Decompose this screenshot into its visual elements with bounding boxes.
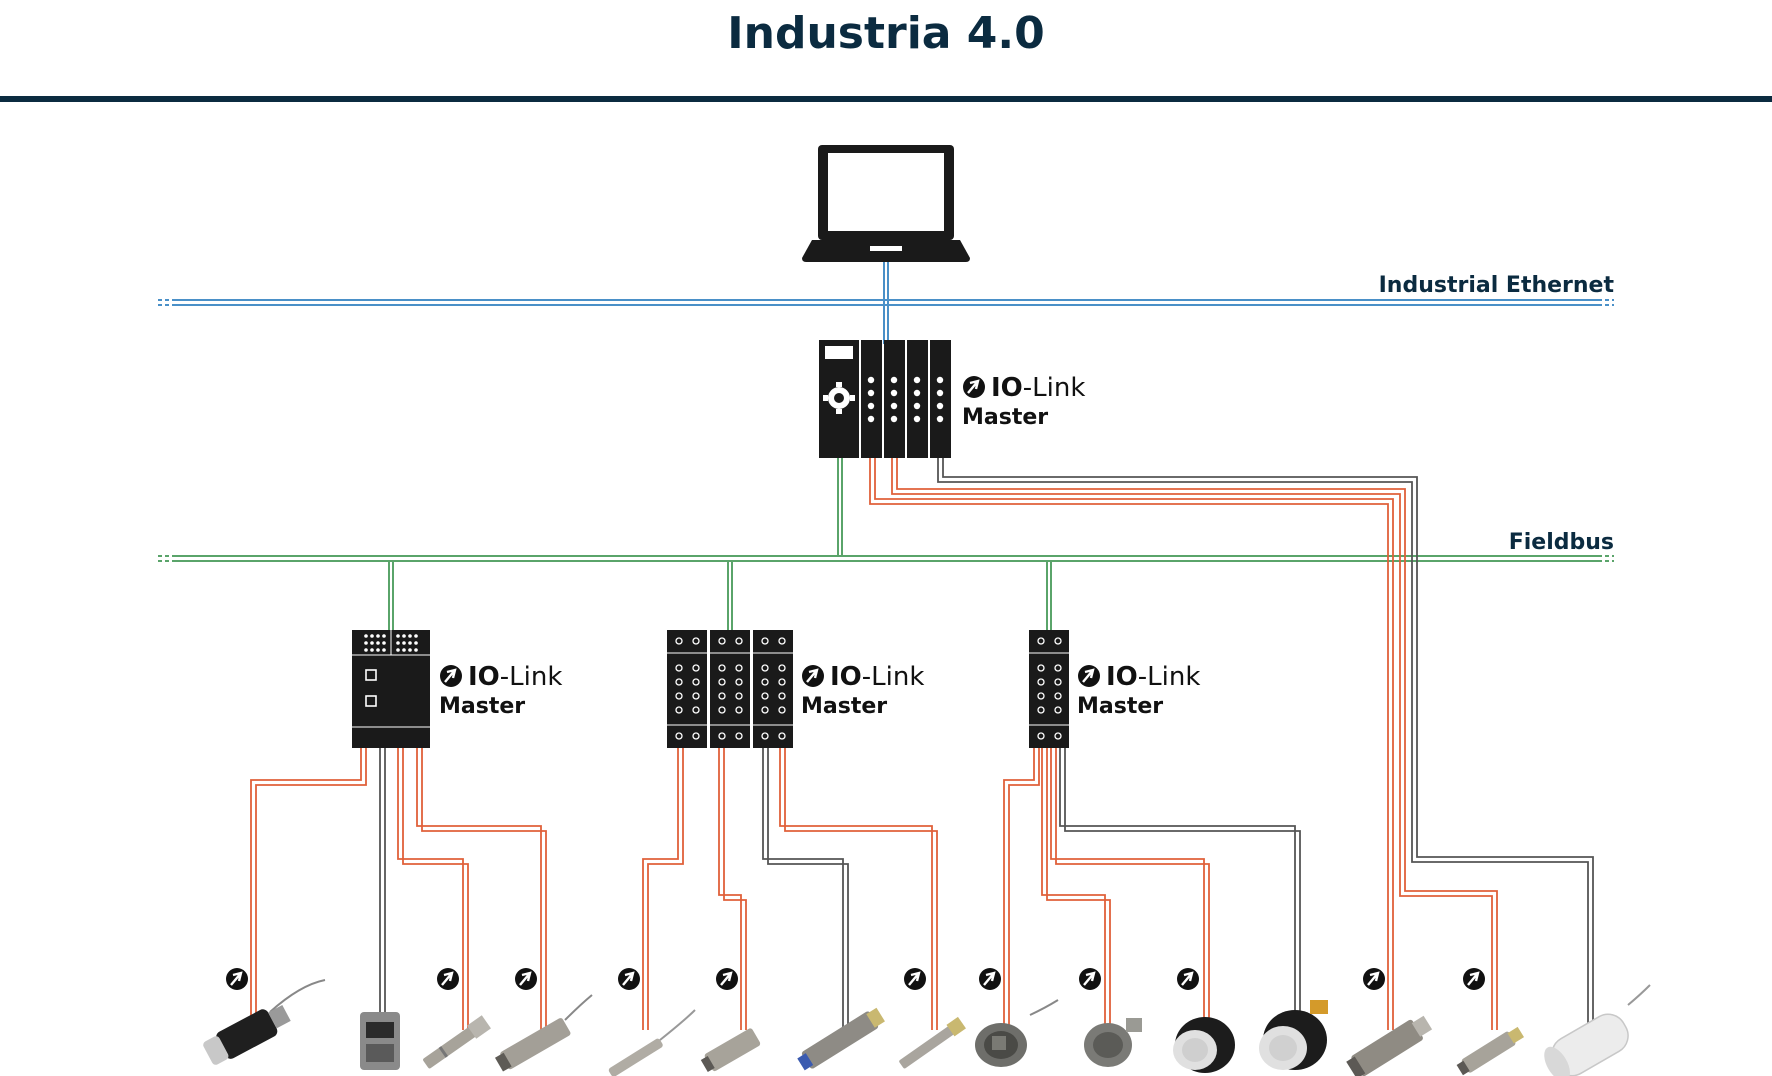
laptop-icon: [802, 145, 970, 262]
io-link-symbol-icon: [437, 968, 459, 990]
io-link-symbol-icon: [979, 968, 1001, 990]
page-title: Industria 4.0: [727, 8, 1045, 59]
io-link-symbol-icon: [226, 968, 248, 990]
standard-cable: [937, 458, 1594, 1030]
io-link-cable: [869, 458, 1498, 1030]
sensor-icon: [423, 1015, 491, 1069]
industrial-ethernet-bus: [158, 299, 1614, 306]
fieldbus-label: Fieldbus: [1509, 530, 1614, 555]
io-link-label-main: IO-Link Master: [962, 373, 1085, 430]
io-link-master-label: Master: [1077, 694, 1163, 719]
io-link-io: IO: [991, 373, 1023, 403]
sensor-icon: [494, 994, 593, 1072]
io-link-symbol-icon: [716, 968, 738, 990]
sensor-icon: [1173, 1017, 1235, 1073]
standard-cable: [379, 748, 386, 1030]
io-link-master-label: Master: [439, 694, 525, 719]
io-link-io: IO: [1106, 662, 1138, 692]
io-link-link: -Link: [862, 662, 925, 692]
io-link-link: -Link: [500, 662, 563, 692]
io-link-master-1: [352, 630, 430, 748]
io-link-master-label: Master: [962, 405, 1048, 430]
io-link-symbol-icon: [515, 968, 537, 990]
svg-text:IO-Link: IO-Link: [991, 373, 1085, 403]
io-link-symbol-icon: [1078, 665, 1100, 687]
io-link-symbol-icon: [1079, 968, 1101, 990]
io-link-label-1: IO-Link Master: [439, 662, 562, 719]
svg-text:IO-Link: IO-Link: [1106, 662, 1200, 692]
io-link-master-2: [667, 630, 793, 748]
io-link-io: IO: [468, 662, 500, 692]
sensor-icon: [1456, 1026, 1525, 1076]
sensor-icon: [797, 1007, 885, 1071]
io-link-cable: [1003, 748, 1210, 1030]
io-link-symbol-icon: [802, 665, 824, 687]
io-link-label-2: IO-Link Master: [801, 662, 924, 719]
sensor-icon: [1544, 984, 1651, 1076]
sensor-icon: [700, 1028, 761, 1073]
io-link-label-3: IO-Link Master: [1077, 662, 1200, 719]
io-link-cable: [250, 748, 547, 1030]
ethernet-label: Industrial Ethernet: [1379, 273, 1615, 298]
io-link-symbol-icon: [1463, 968, 1485, 990]
standard-cable: [1059, 748, 1301, 1030]
io-link-link: -Link: [1138, 662, 1201, 692]
io-link-cable: [642, 748, 938, 1030]
io-link-master-label: Master: [801, 694, 887, 719]
io-link-link: -Link: [1023, 373, 1086, 403]
sensor-icon: [608, 1009, 696, 1076]
io-link-symbol-icon: [1363, 968, 1385, 990]
sensor-icon: [360, 1012, 400, 1070]
io-link-io: IO: [830, 662, 862, 692]
fieldbus-line: [158, 555, 1614, 562]
sensor-icon: [1346, 1015, 1433, 1076]
svg-text:IO-Link: IO-Link: [468, 662, 562, 692]
io-link-symbol-icon: [618, 968, 640, 990]
standard-cable: [762, 748, 849, 1030]
svg-text:IO-Link: IO-Link: [830, 662, 924, 692]
title-bar: Industria 4.0: [0, 0, 1772, 102]
sensor-icon: [1084, 1018, 1142, 1067]
io-link-symbol-icon: [440, 665, 462, 687]
io-link-master-main: [819, 340, 951, 458]
io-link-symbol-icon: [963, 376, 985, 398]
sensor-icon: [975, 999, 1059, 1067]
sensor-icon: [899, 1016, 966, 1069]
io-link-master-3: [1029, 630, 1069, 748]
io-link-symbol-icon: [904, 968, 926, 990]
sensor-icon: [203, 979, 326, 1065]
io-link-symbol-icon: [1177, 968, 1199, 990]
sensor-icon: [1259, 1000, 1328, 1070]
